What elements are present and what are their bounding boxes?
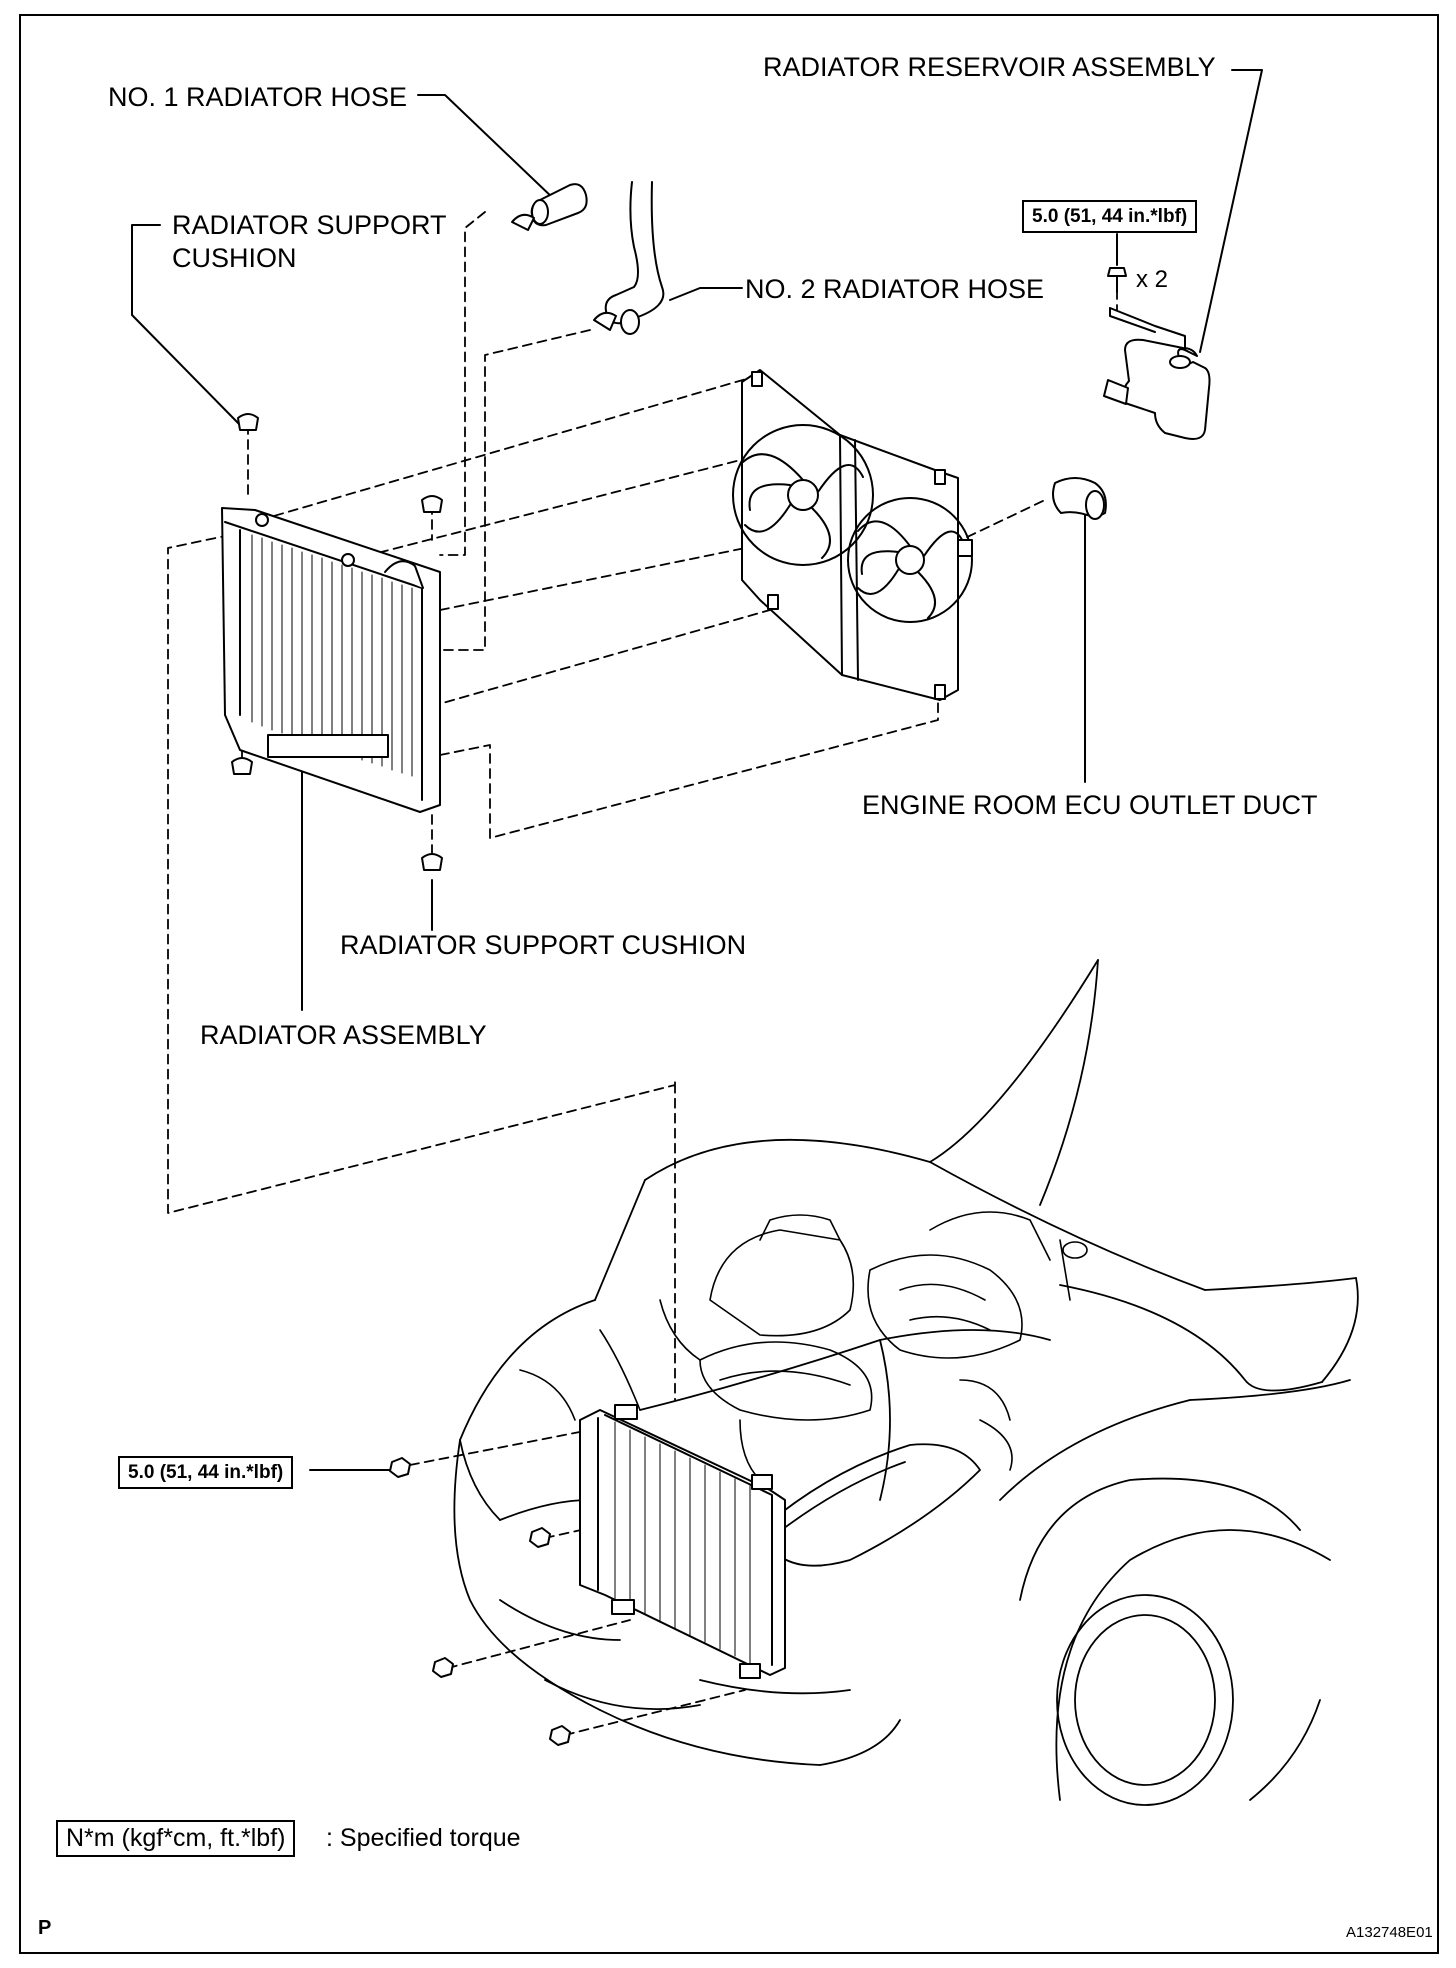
no2-radiator-hose-label: NO. 2 RADIATOR HOSE [745,274,1045,304]
torque-unit-legend-box: N*m (kgf*cm, ft.*lbf) [56,1820,296,1857]
cooling-fan-shroud [732,369,973,701]
condenser-assembly-drawing [579,1404,786,1679]
vehicle-front-outline [453,959,1359,1806]
radiator-support-cushion-lower-label: RADIATOR SUPPORT CUSHION [340,930,747,960]
leader-lines [131,69,1263,1471]
radiator-assembly-drawing [221,507,441,813]
no1-radiator-hose-label: NO. 1 RADIATOR HOSE [108,82,408,112]
ecu-outlet-duct-shape [1052,477,1107,520]
radiator-assembly-label: RADIATOR ASSEMBLY [200,1020,487,1050]
radiator-reservoir-shape [1103,307,1211,440]
dashed-guide-lines [167,211,1118,1736]
radiator-support-cushion-upper-label-line1: RADIATOR SUPPORT [172,210,447,240]
page-marker: P [38,1917,52,1939]
reservoir-bolt-torque-callout: 5.0 (51, 44 in.*lbf) [1022,200,1198,233]
radiator-reservoir-assembly-label: RADIATOR RESERVOIR ASSEMBLY [763,52,1216,82]
radiator-support-cushion-upper-label-line2: CUSHION [172,243,297,273]
condenser-bolt-torque-callout: 5.0 (51, 44 in.*lbf) [118,1456,294,1489]
support-cushion-shapes [231,413,443,871]
hose-shapes [511,181,665,335]
engine-bay-detail [519,1211,1088,1481]
bolt-quantity-label: x 2 [1136,266,1169,293]
figure-id: A132748E01 [1346,1924,1433,1941]
engine-room-ecu-outlet-duct-label: ENGINE ROOM ECU OUTLET DUCT [862,790,1318,820]
bolt-shapes [389,267,1127,1746]
torque-legend-description: : Specified torque [326,1824,521,1852]
